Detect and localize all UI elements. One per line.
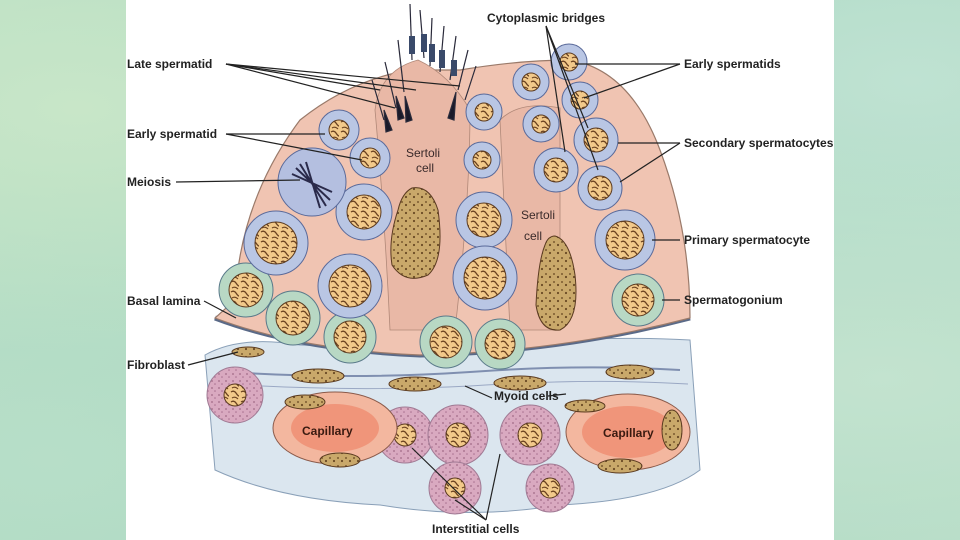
label-sertoli-cell-1-line1: Sertoli bbox=[406, 146, 440, 160]
sertoli-nuclei bbox=[390, 187, 577, 331]
label-primary-spermatocyte: Primary spermatocyte bbox=[684, 233, 810, 247]
label-interstitial-cells: Interstitial cells bbox=[432, 522, 520, 536]
label-early-spermatid: Early spermatid bbox=[127, 127, 217, 141]
late-spermatids bbox=[371, 3, 477, 133]
label-meiosis: Meiosis bbox=[127, 175, 171, 189]
label-myoid-cells: Myoid cells bbox=[494, 389, 559, 403]
spermatogonia bbox=[218, 262, 665, 370]
label-capillary-right: Capillary bbox=[603, 426, 654, 440]
label-late-spermatid: Late spermatid bbox=[127, 57, 212, 71]
interstitial-cell-cluster bbox=[206, 366, 575, 515]
primary-spermatocytes bbox=[243, 183, 656, 319]
early-spermatids bbox=[318, 43, 599, 179]
myoid-cells bbox=[231, 346, 655, 413]
label-spermatogonium: Spermatogonium bbox=[684, 293, 783, 307]
label-capillary-left: Capillary bbox=[302, 424, 353, 438]
capillary-left bbox=[272, 391, 398, 468]
label-cytoplasmic-bridges: Cytoplasmic bridges bbox=[487, 11, 605, 25]
capillary-right bbox=[565, 393, 691, 474]
label-sertoli-cell-2-line2: cell bbox=[524, 229, 542, 243]
label-secondary-spermatocytes: Secondary spermatocytes bbox=[684, 136, 834, 150]
label-sertoli-cell-1-line2: cell bbox=[416, 161, 434, 175]
meiosis-cell bbox=[277, 147, 347, 217]
secondary-spermatocytes bbox=[533, 117, 623, 211]
label-early-spermatids: Early spermatids bbox=[684, 57, 781, 71]
label-fibroblast: Fibroblast bbox=[127, 358, 185, 372]
label-sertoli-cell-2-line1: Sertoli bbox=[521, 208, 555, 222]
label-basal-lamina: Basal lamina bbox=[127, 294, 201, 308]
leader-lines bbox=[175, 25, 681, 521]
